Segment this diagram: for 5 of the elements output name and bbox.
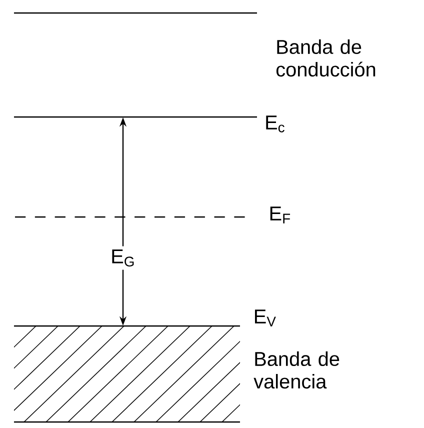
gap-label: E$_{G}$ — [112, 250, 134, 266]
level-label: E$_{F}$ — [270, 206, 290, 224]
energy-band: Banda de valencia — [14, 325, 340, 423]
level-label: E$_{c}$ — [266, 116, 284, 132]
level-label: E$_{V}$ — [255, 310, 276, 326]
